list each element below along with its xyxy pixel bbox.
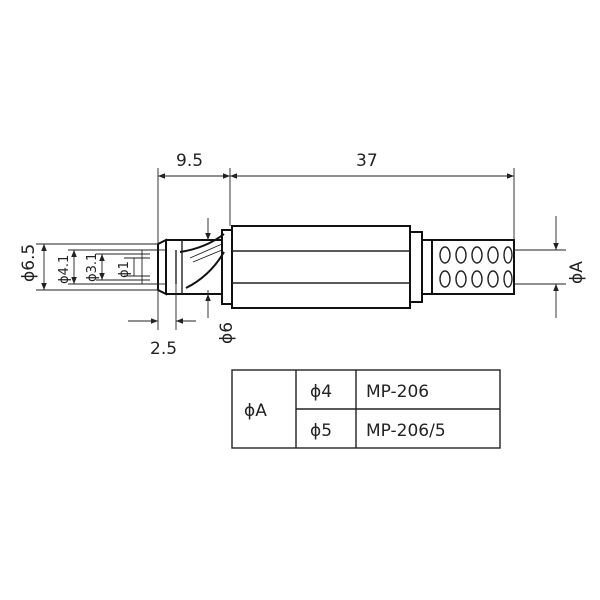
dim-phi-3-1: ϕ3.1 <box>85 253 100 282</box>
table-row2-model: MP-206/5 <box>366 421 446 441</box>
dim-2-5: 2.5 <box>150 339 177 359</box>
tip-dimension-lines <box>128 284 196 330</box>
dim-phi-1: ϕ1 <box>117 261 132 278</box>
model-table <box>231 369 501 449</box>
table-row1-model: MP-206 <box>366 382 429 402</box>
strain-relief-pattern <box>439 246 513 288</box>
table-row2-diameter: ϕ5 <box>310 421 332 441</box>
table-row1-diameter: ϕ4 <box>310 382 332 402</box>
table-header-phiA: ϕA <box>244 401 267 421</box>
dim-phi-6-5: ϕ6.5 <box>19 244 39 282</box>
dim-37: 37 <box>356 151 378 171</box>
left-diameter-lines <box>36 243 158 291</box>
connector-outline <box>157 225 515 309</box>
dim-phi-6: ϕ6 <box>217 322 237 344</box>
top-dimension-lines <box>157 168 515 244</box>
dim-phi-A: ϕA <box>567 261 587 284</box>
dim-phi-4-1: ϕ4.1 <box>57 255 72 284</box>
phiA-dimension-lines <box>514 216 566 318</box>
dim-9-5: 9.5 <box>176 151 203 171</box>
